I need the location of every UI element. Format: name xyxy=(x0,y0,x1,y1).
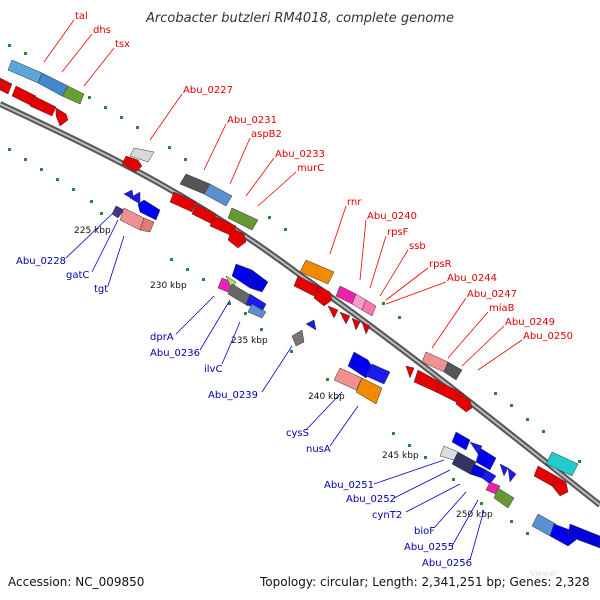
label-Abu_0255: Abu_0255 xyxy=(404,542,454,553)
kbp-tick-235: 235 kbp xyxy=(231,336,268,346)
kbp-tick-225: 225 kbp xyxy=(74,226,111,236)
label-ssb: ssb xyxy=(409,241,426,252)
label-aspB2: aspB2 xyxy=(251,129,282,140)
label-murC: murC xyxy=(297,163,324,174)
label-Abu_0252: Abu_0252 xyxy=(346,494,396,505)
map-title: Arcobacter butzleri RM4018, complete gen… xyxy=(145,11,454,26)
label-miaB: miaB xyxy=(489,303,515,314)
label-Abu_0233: Abu_0233 xyxy=(275,149,325,160)
label-dprA: dprA xyxy=(150,332,174,343)
lower-tick-dots xyxy=(8,148,529,535)
kbp-tick-240: 240 kbp xyxy=(308,392,345,402)
label-gatC: gatC xyxy=(66,270,89,281)
gene-cluster-cysS xyxy=(333,351,391,405)
label-cysS: cysS xyxy=(286,428,309,439)
gene-cluster-Abu_0231 xyxy=(169,173,259,249)
label-Abu_0227: Abu_0227 xyxy=(183,85,233,96)
gene-cluster-Abu_0228 xyxy=(111,189,161,233)
gene-cluster-dprA xyxy=(217,263,269,319)
label-Abu_0250: Abu_0250 xyxy=(523,331,573,342)
genome-backbone-highlight xyxy=(0,103,600,506)
label-nusA: nusA xyxy=(306,444,331,455)
label-Abu_0247: Abu_0247 xyxy=(467,289,517,300)
label-Abu_0256: Abu_0256 xyxy=(422,558,472,569)
label-Abu_0244: Abu_0244 xyxy=(447,273,497,284)
gene-cluster-rnr xyxy=(293,259,377,335)
forward-gene-label-text: tal dhs tsx Abu_0227 Abu_0231 aspB2 Abu_… xyxy=(75,11,573,342)
kbp-tick-245: 245 kbp xyxy=(382,451,419,461)
label-bioF: bioF xyxy=(414,526,435,537)
label-Abu_0231: Abu_0231 xyxy=(227,115,277,126)
label-tgt: tgt xyxy=(94,284,108,295)
reverse-gene-labels xyxy=(65,213,485,561)
accession-text: Accession: NC_009850 xyxy=(8,575,144,589)
label-tsx: tsx xyxy=(115,39,130,50)
label-Abu_0228: Abu_0228 xyxy=(16,256,66,267)
genome-summary-text: Topology: circular; Length: 2,341,251 bp… xyxy=(259,575,590,589)
kbp-tick-250: 250 kbp xyxy=(456,510,493,520)
kbp-ticks: 225 kbp 230 kbp 235 kbp 240 kbp 245 kbp … xyxy=(74,226,493,520)
label-tal: tal xyxy=(75,11,88,22)
label-Abu_0240: Abu_0240 xyxy=(367,211,417,222)
gene-Abu_0239 xyxy=(291,319,317,347)
forward-gene-labels xyxy=(43,19,523,371)
label-cynT2: cynT2 xyxy=(372,510,402,521)
gene-Abu_0227 xyxy=(121,147,155,173)
label-Abu_0239: Abu_0239 xyxy=(208,390,258,401)
gene-cluster-Abu_0244 xyxy=(405,351,473,413)
label-dhs: dhs xyxy=(93,25,111,36)
label-rpsR: rpsR xyxy=(429,259,452,270)
gene-cluster-tal xyxy=(0,59,85,127)
label-rnr: rnr xyxy=(347,197,362,208)
label-ilvC: ilvC xyxy=(204,364,222,375)
label-Abu_0251: Abu_0251 xyxy=(324,480,374,491)
reverse-gene-label-text: Abu_0228 gatC tgt dprA Abu_0236 ilvC Abu… xyxy=(16,256,472,569)
label-Abu_0249: Abu_0249 xyxy=(505,317,555,328)
label-rpsF: rpsF xyxy=(387,227,409,238)
gene-cluster-right-edge xyxy=(531,451,600,549)
label-Abu_0236: Abu_0236 xyxy=(150,348,200,359)
kbp-tick-230: 230 kbp xyxy=(150,281,187,291)
viewer-watermark: Viewer xyxy=(530,569,558,578)
gene-cluster-Abu_0251 xyxy=(439,431,517,509)
upper-tick-dots xyxy=(8,44,581,463)
